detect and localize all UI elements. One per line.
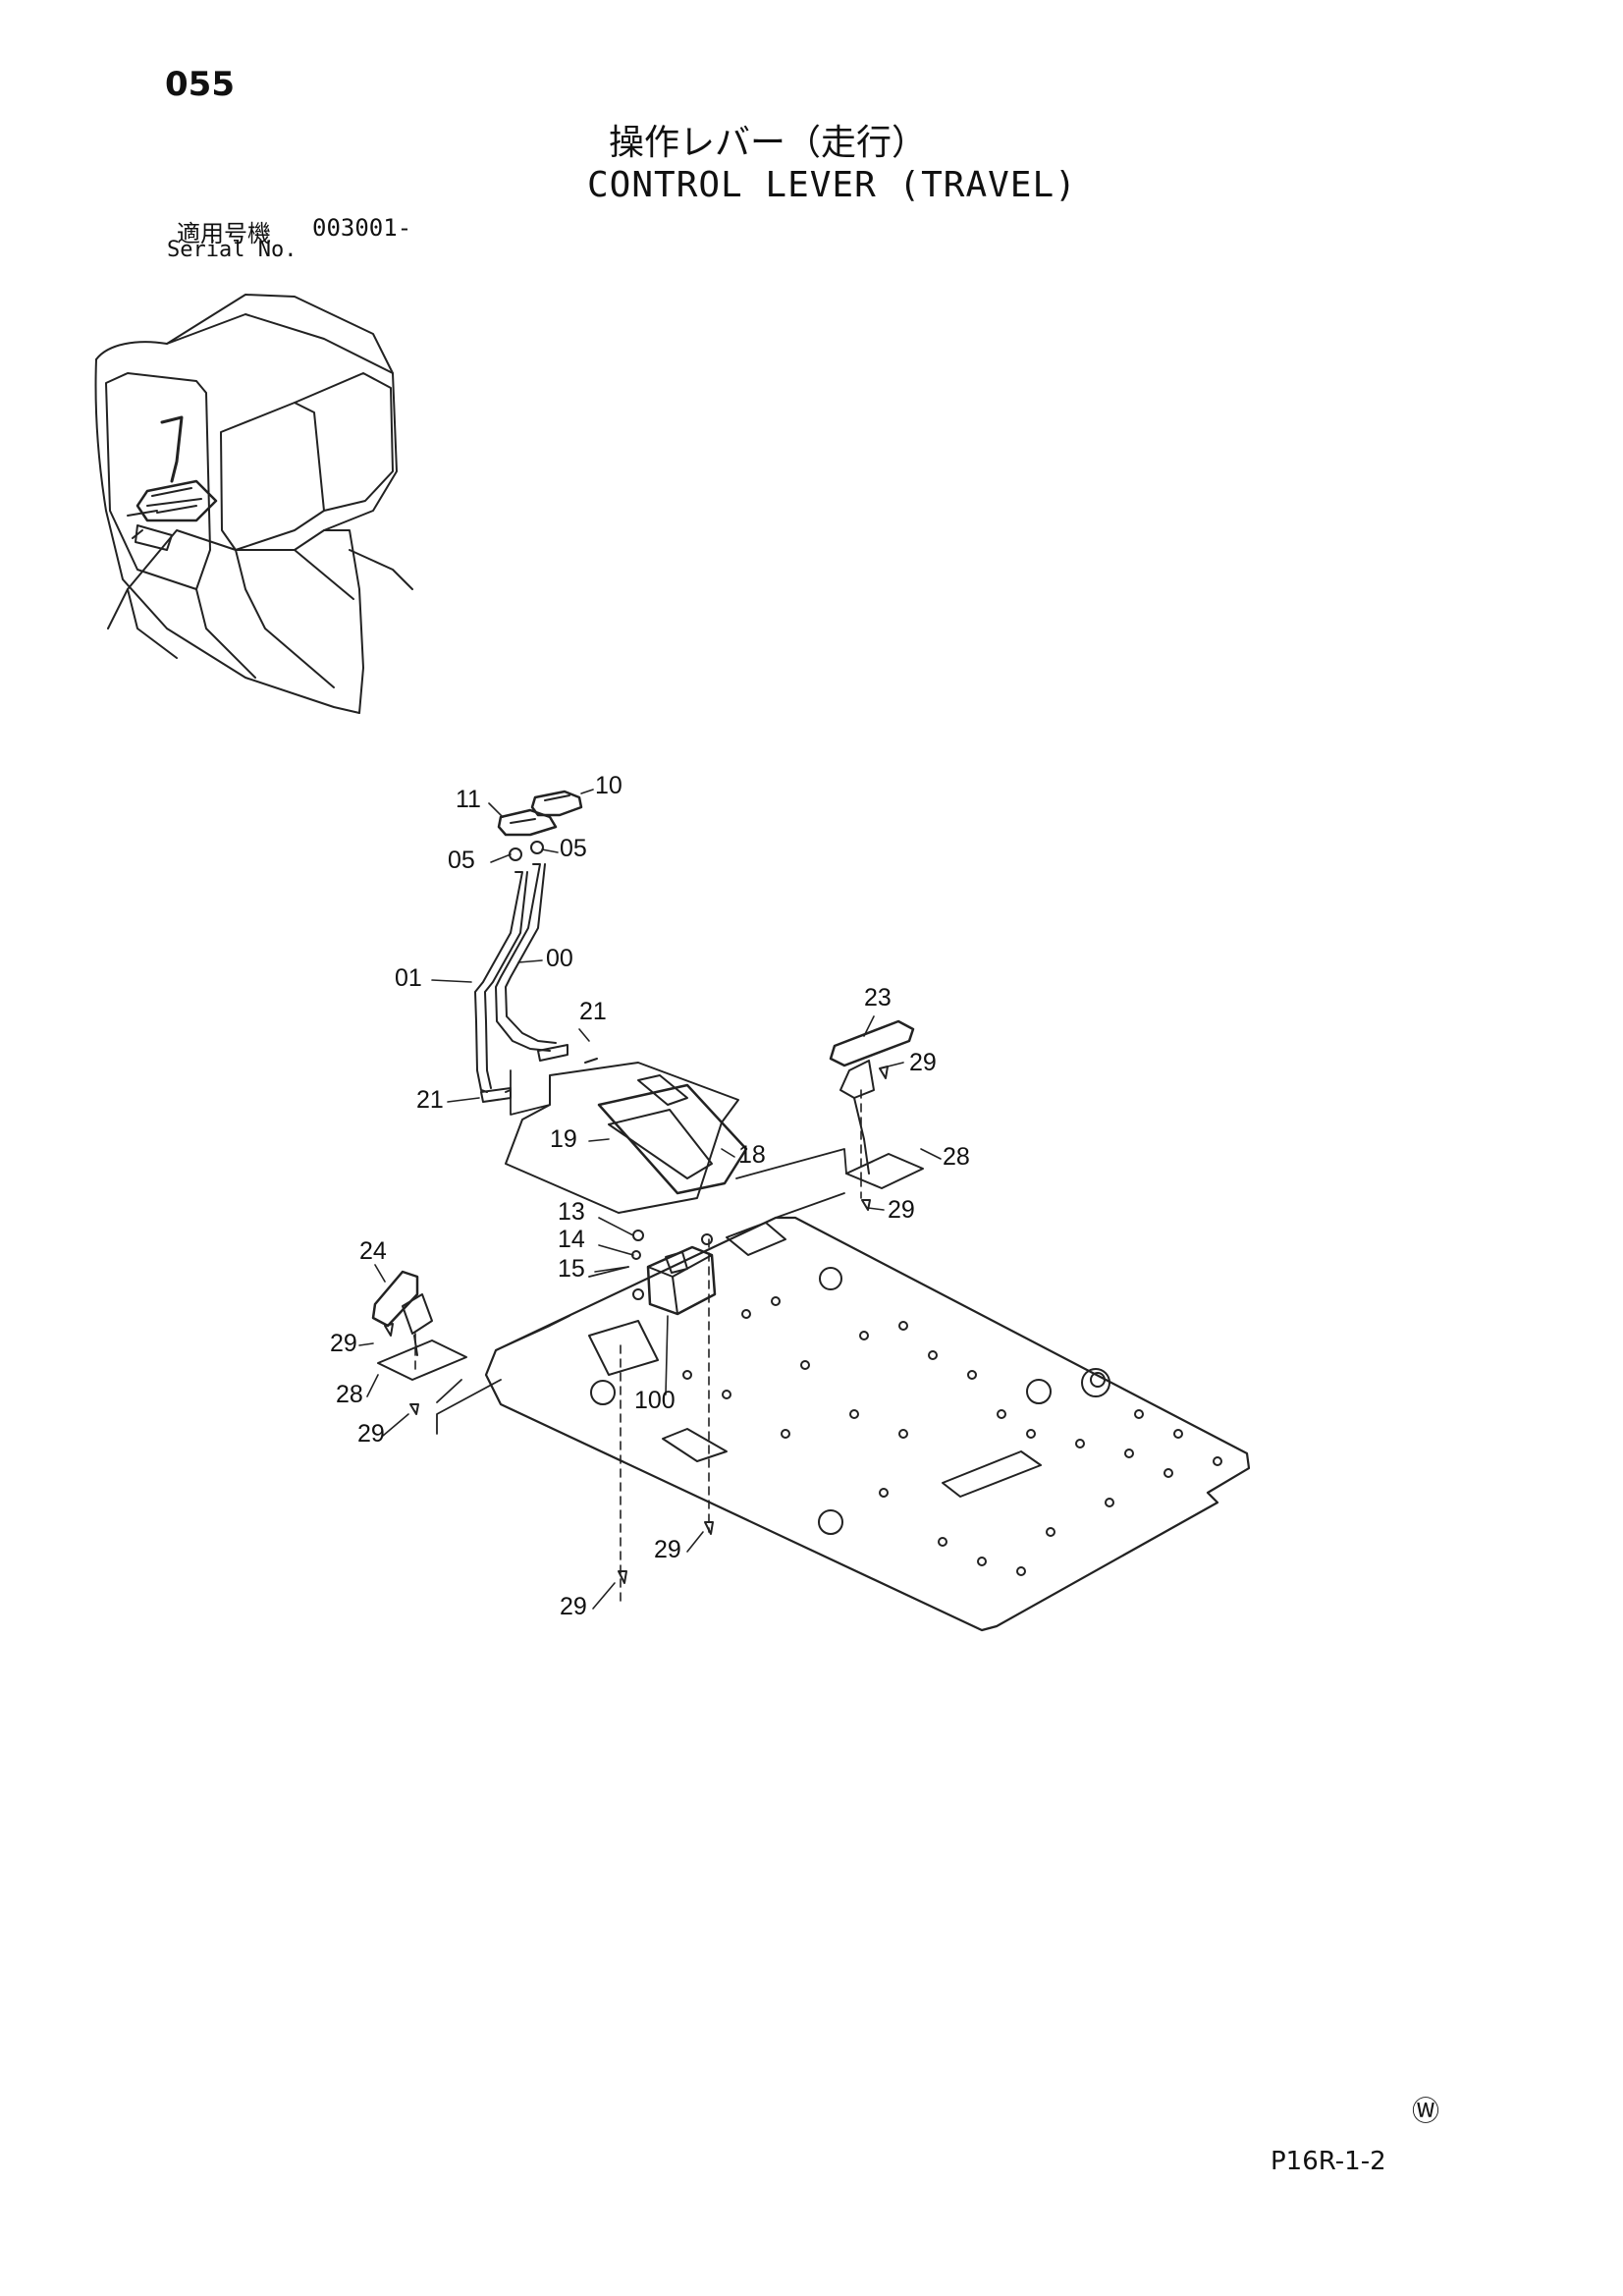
reference-outline-lines [436, 1069, 847, 1435]
right-pedal-assembly [829, 1019, 924, 1189]
callout-15: 15 [558, 1255, 585, 1283]
callout-24: 24 [359, 1237, 387, 1265]
serial-label-english: Serial No. [167, 238, 298, 262]
pilot-valve-assembly [632, 1245, 717, 1316]
left-pedal-assembly [371, 1270, 467, 1381]
page-number: 055 [165, 65, 235, 104]
callout-labels: 11 10 05 05 01 00 21 21 23 29 28 29 19 1… [330, 772, 970, 1620]
callout-21-lower: 21 [416, 1086, 444, 1114]
callout-23: 23 [864, 984, 892, 1011]
callout-29-right-upper: 29 [909, 1049, 937, 1076]
callout-13: 13 [558, 1198, 585, 1226]
dashed-assembly-lines [414, 1089, 862, 1602]
callout-leaders [358, 789, 942, 1610]
callout-14: 14 [558, 1226, 585, 1253]
cab-floor-plate [484, 1216, 1251, 1632]
travel-levers [474, 841, 568, 1103]
callout-29-valve-right: 29 [654, 1536, 681, 1563]
callout-10: 10 [595, 772, 622, 799]
title-japanese: 操作レバー（走行） [609, 123, 928, 163]
callout-29-valve-left: 29 [560, 1593, 587, 1620]
callout-18: 18 [738, 1141, 766, 1169]
callout-19: 19 [550, 1125, 577, 1153]
callout-28-left: 28 [336, 1381, 363, 1408]
w-mark-icon: Ⓦ [1412, 2095, 1440, 2127]
callout-00: 00 [546, 945, 573, 972]
callout-11: 11 [456, 786, 481, 813]
callout-05-left: 05 [448, 847, 475, 874]
page-code: P16R-1-2 [1271, 2147, 1386, 2176]
callout-29-left-lower: 29 [357, 1420, 385, 1448]
callout-28-right: 28 [943, 1143, 970, 1171]
pedal-bracket-outline [505, 1062, 748, 1214]
callout-29-right-lower: 29 [888, 1196, 915, 1224]
callout-29-left-upper: 29 [330, 1330, 357, 1357]
callout-01: 01 [395, 964, 422, 992]
serial-label-japanese: 適用号機 [177, 220, 271, 247]
lever-grips [497, 790, 583, 837]
cab-locator-illustration [94, 294, 413, 714]
serial-number-value: 003001- [312, 214, 412, 242]
callout-05-right: 05 [560, 835, 587, 862]
title-english: CONTROL LEVER (TRAVEL) [587, 165, 1077, 205]
callout-100: 100 [634, 1387, 676, 1414]
callout-21-upper: 21 [579, 998, 607, 1025]
